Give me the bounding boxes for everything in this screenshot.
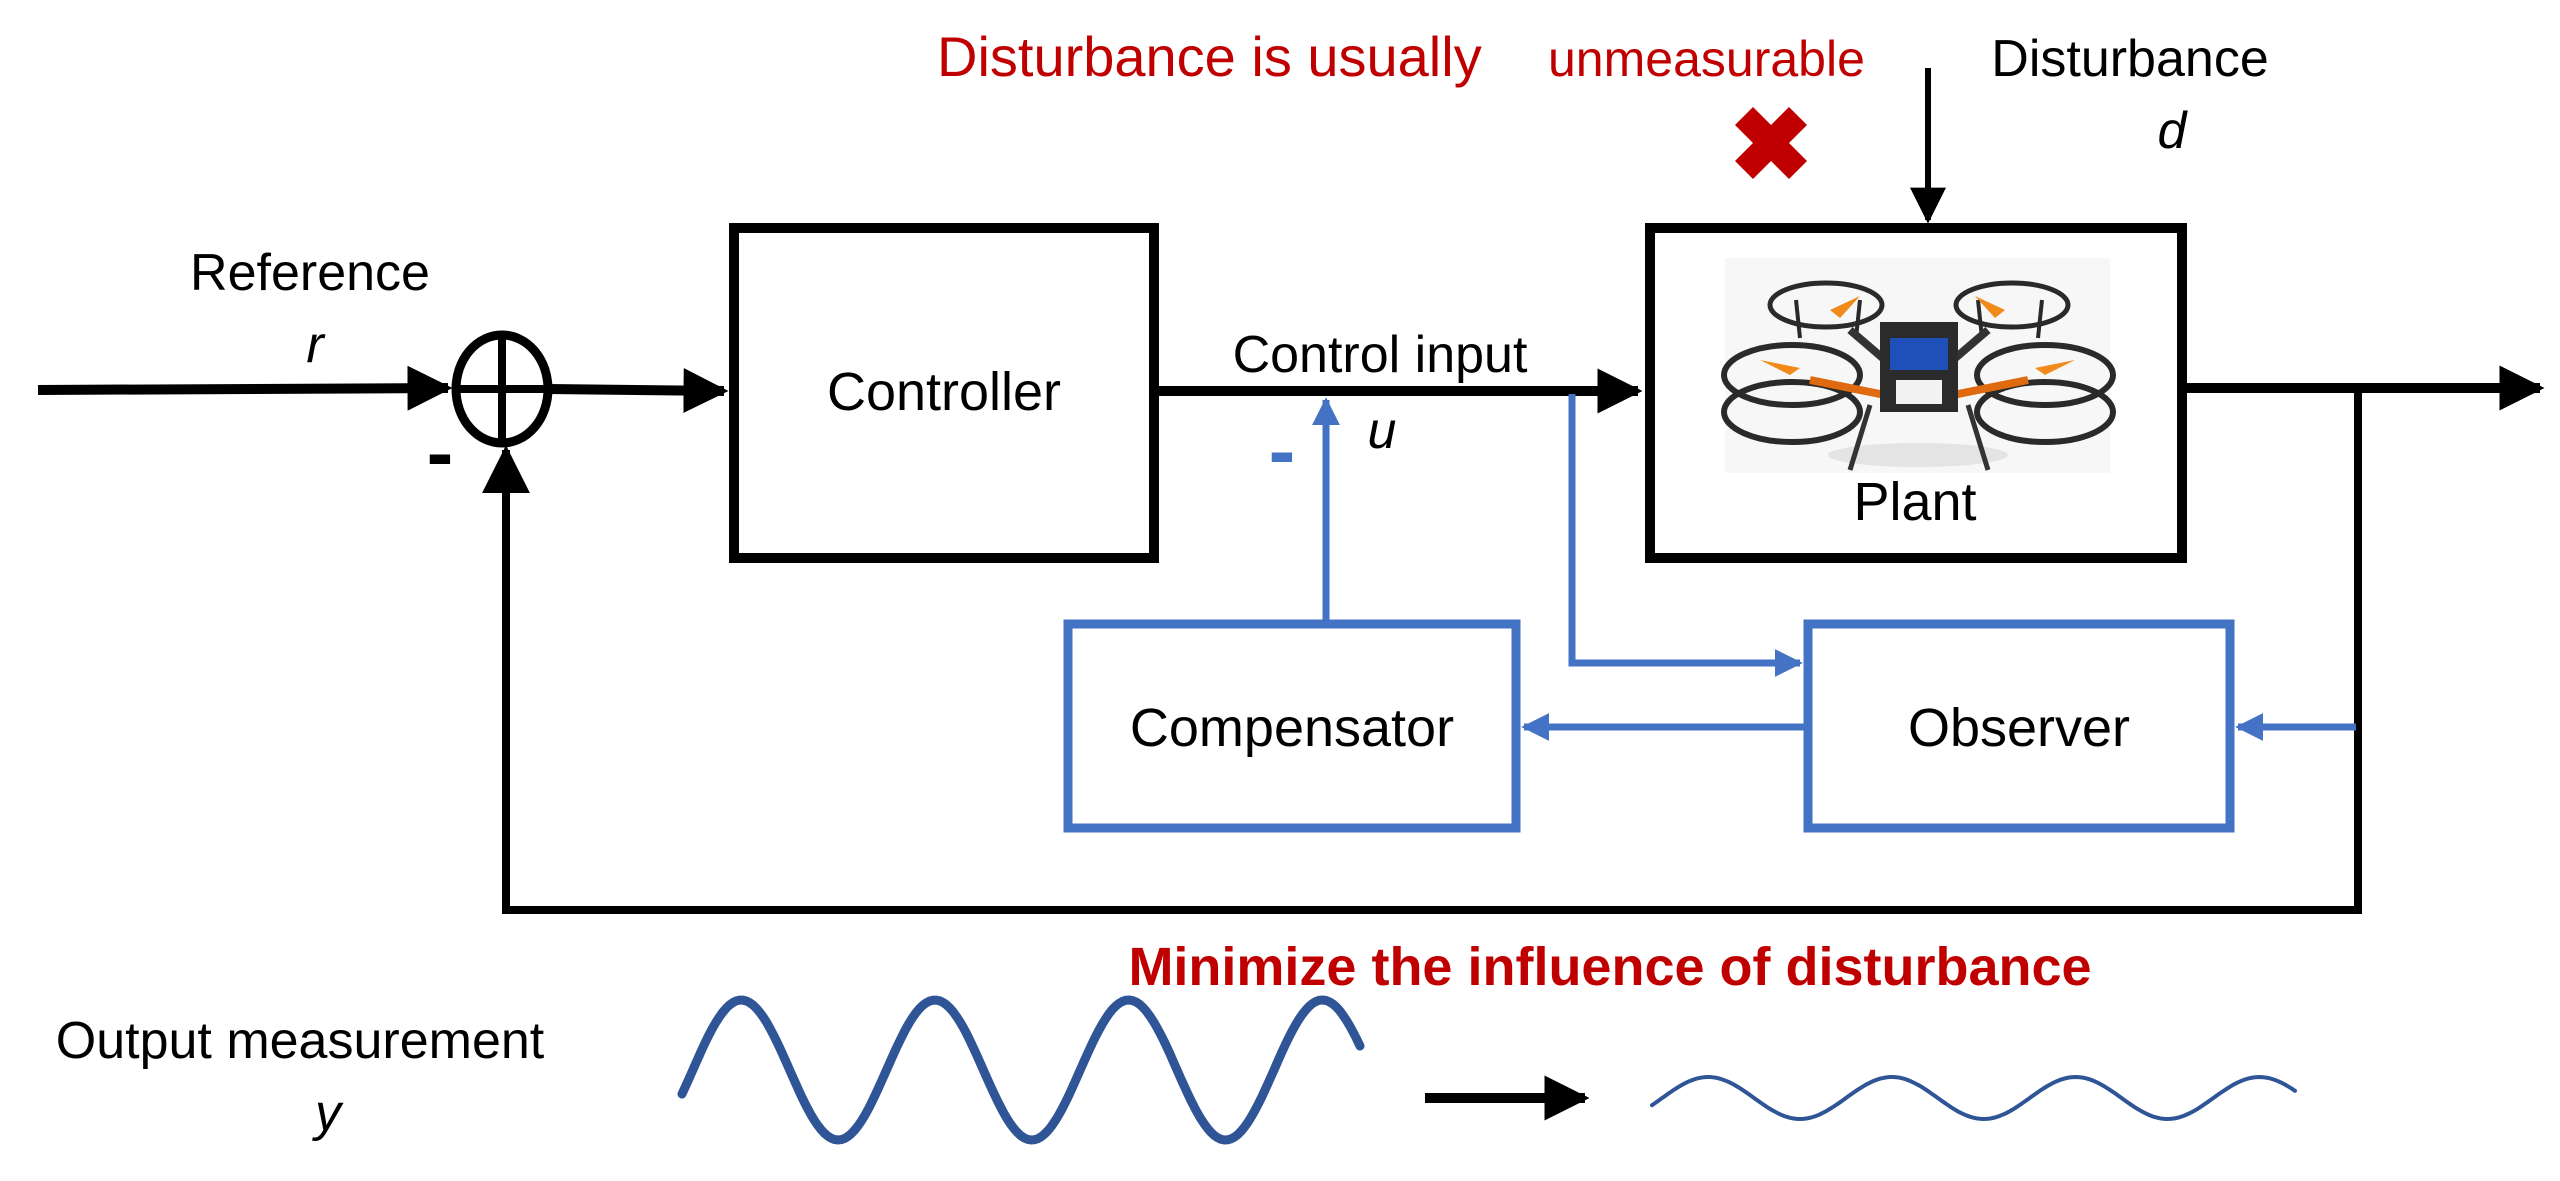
input-to-observer-arrow xyxy=(1568,394,1803,677)
control-input-label: Control input xyxy=(1233,326,1528,384)
goal-text: Minimize the influence of disturbance xyxy=(1128,937,2091,997)
reference-label: Reference xyxy=(190,244,430,302)
output-label: Output measurement xyxy=(56,1012,545,1070)
controller-label: Controller xyxy=(827,362,1061,422)
feedback-minus-sign: - xyxy=(427,408,454,497)
unmeasurable-suffix-text: unmeasurable xyxy=(1548,31,1865,87)
reference-arrow xyxy=(37,365,453,411)
unmeasurable-annotation: Disturbance is usually unmeasurable xyxy=(937,25,1865,88)
error-arrow xyxy=(547,368,729,414)
compensation-minus-sign: - xyxy=(1269,406,1296,495)
controller-block[interactable]: Controller xyxy=(729,223,1159,563)
feedback-path xyxy=(482,388,2362,914)
quadrotor-drone-image xyxy=(1721,258,2116,473)
observer-block[interactable]: Observer xyxy=(1803,619,2235,833)
cross-icon xyxy=(1735,107,1807,179)
observer-label: Observer xyxy=(1908,698,2130,758)
compensator-label: Compensator xyxy=(1130,698,1454,758)
control-input-symbol: u xyxy=(1368,402,1397,460)
disturbance-symbol: d xyxy=(2158,102,2189,160)
plant-label: Plant xyxy=(1853,472,1976,532)
wave-after-disturbance-rejection xyxy=(1650,1074,2297,1122)
plant-block[interactable]: Plant xyxy=(1645,223,2187,563)
compensator-block[interactable]: Compensator xyxy=(1063,619,1521,833)
output-symbol: y xyxy=(312,1084,344,1142)
reference-symbol: r xyxy=(306,316,326,374)
wave-before-disturbance-rejection xyxy=(677,995,1365,1145)
summing-junction xyxy=(451,330,553,448)
unmeasurable-prefix-text: Disturbance is usually xyxy=(937,25,1482,88)
disturbance-label: Disturbance xyxy=(1991,30,2268,88)
